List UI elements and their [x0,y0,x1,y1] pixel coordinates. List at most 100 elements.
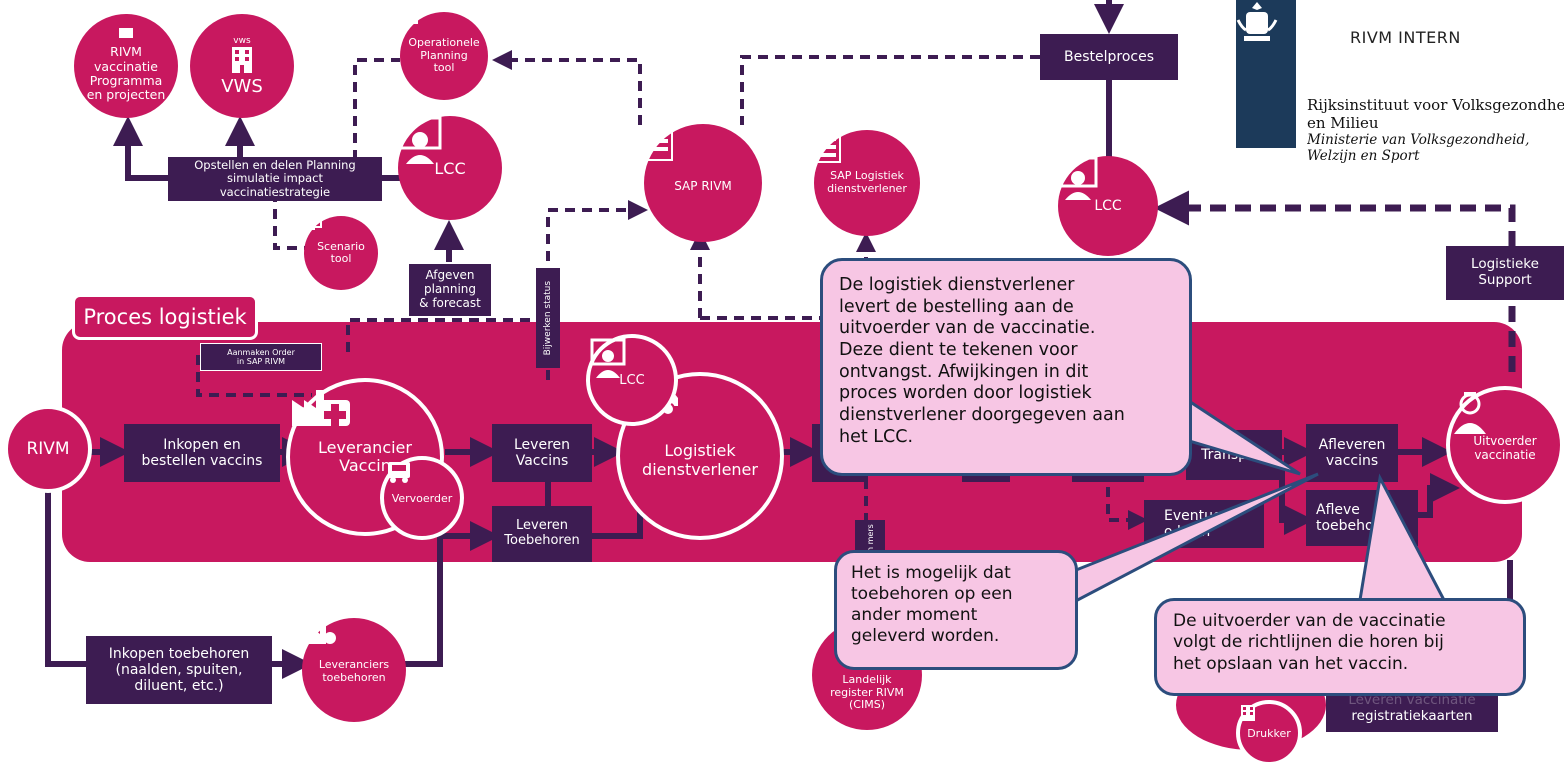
uitvoerder-circle: Uitvoerder vaccinatie [1446,386,1564,504]
dash-scenario [273,192,306,250]
lcc-left-circle: LCC [398,116,502,220]
vervoerder-circle: Vervoerder [380,456,464,540]
dash-support-lcc [1154,190,1516,372]
rivm-programma-line4: en projecten [86,87,166,103]
rivm-circle: RIVM [4,405,92,493]
vervoerder-label: Vervoerder [391,491,453,505]
callout-uitvoerder: De uitvoerder van de vaccinatie volgt de… [1154,598,1526,696]
process-label: Proces logistiek [72,294,258,340]
afleveren-vaccins-box: Afleveren vaccins [1306,424,1398,482]
callout-main-line3: uitvoerder van de vaccinatie. [839,318,1096,339]
inkopen-vaccins-line2: bestellen vaccins [141,453,263,469]
afleveren-line1: Afleveren [1318,436,1386,453]
lcc-right-circle: LCC [1058,156,1158,256]
lev-toeb-line1: Leveranciers [318,658,390,672]
logo-bar [1236,0,1296,148]
afgeven-line3: & forecast [419,295,481,310]
callout-toebehoren: Het is mogelijk dat toebehoren op een an… [834,550,1078,670]
sap-rivm-circle: SAP RIVM [644,124,762,242]
org-line2: en Milieu [1307,114,1379,132]
lcc-mid-circle: LCC [586,334,678,426]
rivm-label: RIVM [26,439,70,459]
support-line2: Support [1478,272,1532,288]
line-opstellen-rivm [113,116,168,181]
sap-logistiek-circle: SAP Logistiek dienstverlener [814,130,920,236]
logistiek-line2: dienstverlener [642,460,758,479]
lev-toeb-line2: toebehoren [322,671,386,684]
callout-toebehoren-tail [1053,472,1319,607]
leveren-vaccins-box: Leveren Vaccins [492,424,592,482]
factory-icon [304,622,336,644]
planning-tool-line1: Operationele [408,36,480,50]
lcc-right-label: LCC [1094,198,1122,214]
ministry-line1: Ministerie van Volksgezondheid, [1307,132,1530,148]
callout-main-line2: levert de bestelling aan de [839,296,1074,317]
callout-main-line8: het LCC. [839,426,914,447]
aanmaken-line1: Aanmaken Order [227,347,295,357]
leveren-toeb-line2: Toebehoren [504,533,580,548]
afgeven-box: Afgeven planning & forecast [407,262,493,318]
rivm-programma-line1: RIVM [110,44,142,60]
afl-toeb-line2: toebeho [1316,518,1374,534]
logistiek-line1: Logistiek [664,440,736,460]
uitvoerder-line2: vaccinatie [1474,448,1536,462]
scenario-tool-line2: tool [330,252,352,265]
rivm-programma-line2: vaccinatie [94,58,158,74]
opstellen-line3: vaccinatiestrategie [219,184,331,199]
drukker-circle: Drukker [1236,700,1302,766]
inkopen-toebehoren-box: Inkopen toebehoren (naalden, spuiten, di… [86,636,272,704]
org-name: Rijksinstituut voor Volksgezondheid en M… [1307,96,1564,164]
factory-cross-icon [292,390,350,426]
callout-main-line4: Deze dient te tekenen voor [839,340,1078,361]
support-line1: Logistieke [1471,256,1539,273]
crest-icon [119,28,133,38]
person-screen-icon [590,338,626,378]
org-line1: Rijksinstituut voor Volksgezondheid [1307,96,1564,114]
registratie-line2: registratiekaarten [1351,708,1473,724]
callout-uitv-line1: De uitvoerder van de vaccinatie [1173,611,1446,631]
bestelproces-label: Bestelproces [1063,48,1154,65]
sap-rivm-label: SAP RIVM [674,179,732,193]
dash-bestel-sap [740,55,1040,125]
lcc-mid-label: LCC [619,372,645,388]
opstellen-box: Opstellen en delen Planning simulatie im… [168,157,382,201]
scenario-tool-circle: Scenario tool [304,216,378,290]
rivm-programma-line3: Programma [89,73,163,88]
inkopen-vaccins-box: Inkopen en bestellen vaccins [124,424,280,482]
callout-toeb-line4: geleverd worden. [851,626,1000,647]
crest-icon [1236,2,1278,41]
register-line1: Landelijk [842,673,892,687]
leveren-toebehoren-box: Leveren Toebehoren [492,506,592,562]
afgeven-line1: Afgeven [425,268,475,283]
callout-main-line7: dienstverlener doorgegeven aan [839,405,1125,426]
planning-tool-line3: tool [433,61,455,75]
opstellen-line2: simulatie impact [227,171,323,186]
doctor-icon [1454,392,1486,434]
callout-uitv-line3: het opslaan van het vaccin. [1173,653,1409,674]
leverancier-line2: Vaccin [339,456,391,475]
ministry-line2: Welzijn en Sport [1307,148,1420,165]
leverancier-line1: Leverancier [318,437,412,457]
inkopen-vaccins-line1: Inkopen en [163,436,241,453]
register-line2: register RIVM [830,685,904,699]
server-icon [645,125,673,161]
bestelproces-box: Bestelproces [1040,34,1178,80]
inkopen-toeb-line2: (naalden, spuiten, [115,661,243,678]
callout-uitv-line2: volgt de richtlijnen die horen bij [1173,632,1444,653]
sap-logistiek-line2: dienstverlener [827,182,907,195]
dash-sap-planning [492,50,642,125]
classification-label: RIVM INTERN [1350,28,1461,47]
drukker-label: Drukker [1247,726,1291,740]
dash-eventueel [1106,470,1148,530]
person-screen-icon [398,116,442,164]
planning-tool-circle: Operationele Planning tool [400,12,488,100]
inkopen-toeb-line3: diluent, etc.) [134,678,224,695]
sap-logistiek-line1: SAP Logistiek [830,169,904,183]
dash-aanmaken [196,355,312,397]
leveren-toeb-line1: Leveren [516,518,568,534]
leveren-vaccins-line1: Leveren [514,436,570,453]
aanmaken-line2: in SAP RIVM [236,357,286,366]
callout-main-line5: ontvangst. Afwijkingen in dit [839,361,1089,382]
bijwerken-status-box: Bijwerken status [536,268,560,368]
classification-text: RIVM INTERN [1350,28,1461,47]
